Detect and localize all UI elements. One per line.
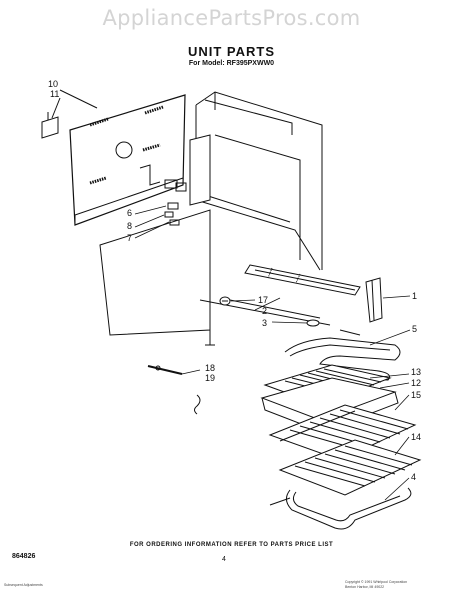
oven-rack-lower (278, 439, 422, 496)
clip-17 (219, 296, 231, 306)
callout-14: 14 (411, 432, 422, 442)
terminal-block (164, 202, 180, 226)
callout-leaders (134, 205, 411, 501)
callout-7: 7 (127, 233, 133, 243)
callout-2: 2 (262, 306, 268, 316)
callout-13: 13 (411, 367, 422, 377)
callout-6: 6 (127, 208, 133, 218)
page-title: UNIT PARTS (187, 44, 276, 59)
broil-element (284, 329, 401, 381)
document-code: 864826 (12, 553, 36, 560)
wire-clip (194, 394, 201, 415)
callout-17: 17 (258, 295, 269, 305)
callout-8: 8 (127, 221, 133, 231)
fine-print-left: Subsequent Adjustments (4, 583, 43, 587)
callout-10: 10 (48, 79, 59, 89)
callout-12: 12 (411, 378, 422, 388)
callout-19: 19 (205, 373, 216, 383)
fine-print-right-2: Benton Harbor, MI 49022 (345, 585, 385, 589)
model-number: For Model: RF395PXWW0 (188, 60, 275, 67)
callout-4: 4 (411, 472, 417, 482)
callout-11: 11 (50, 89, 60, 99)
fine-print-right-1: Copyright © 1991 Whirlpool Corporation (345, 580, 408, 584)
back-panel (69, 94, 187, 226)
watermark: AppliancePartsPros.com (102, 6, 361, 30)
callout-15: 15 (411, 390, 422, 400)
callout-18: 18 (205, 363, 216, 373)
callout-5: 5 (412, 324, 418, 334)
sensor-probe (147, 365, 183, 375)
cabinet-frame (99, 91, 323, 346)
screw-3 (306, 319, 320, 327)
bake-element (269, 487, 412, 530)
callout-3: 3 (262, 318, 268, 328)
ordering-note: FOR ORDERING INFORMATION REFER TO PARTS … (129, 542, 334, 548)
side-trim (365, 277, 383, 323)
callout-1: 1 (412, 291, 418, 301)
bottom-rail (199, 264, 361, 326)
terminal-cover (41, 112, 59, 139)
page-number: 4 (222, 556, 226, 563)
